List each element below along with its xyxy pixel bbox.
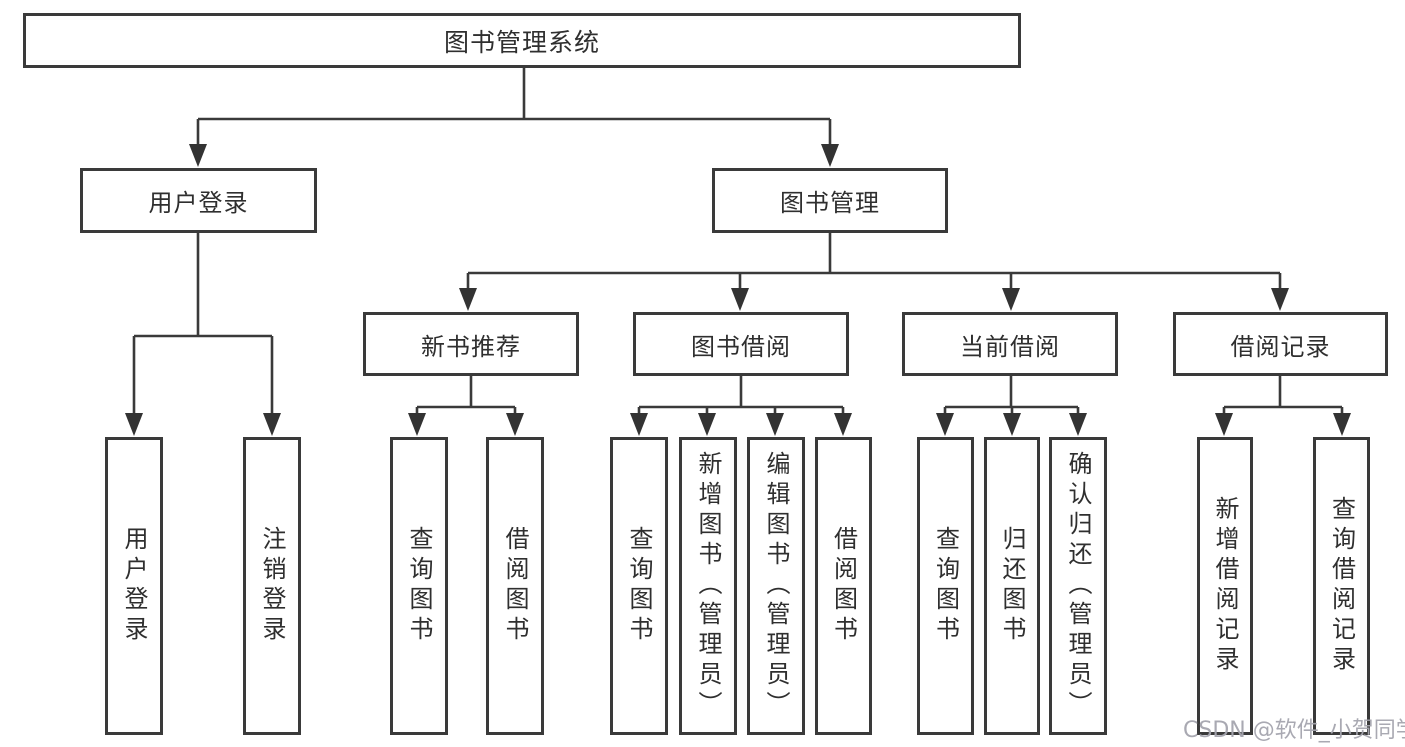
leaf-add-books-admin: 新增图书（管理员） (679, 437, 737, 735)
leaf-borrow-books: 借阅图书 (815, 437, 872, 735)
leaf-user-login: 用户登录 (105, 437, 163, 735)
connector-root-to-level2 (189, 68, 839, 167)
node-new-book-recommendation: 新书推荐 (363, 312, 579, 376)
leaf-confirm-return-admin: 确认归还（管理员） (1049, 437, 1107, 735)
leaf-query-books-recommend: 查询图书 (390, 437, 448, 735)
node-book-borrowing: 图书借阅 (633, 312, 849, 376)
leaf-add-borrow-record: 新增借阅记录 (1197, 437, 1253, 735)
node-user-login: 用户登录 (80, 168, 317, 233)
connector-borrowing-records-children (1215, 376, 1351, 436)
connector-book-management-to-level3 (459, 233, 1289, 311)
connector-user-login-children (125, 233, 281, 436)
leaf-query-books-borrowing: 查询图书 (610, 437, 668, 735)
connector-current-borrowing-children (936, 376, 1087, 436)
node-book-management: 图书管理 (712, 168, 948, 233)
leaf-edit-books-admin: 编辑图书（管理员） (747, 437, 805, 735)
node-borrowing-records: 借阅记录 (1173, 312, 1388, 376)
leaf-query-borrow-record: 查询借阅记录 (1313, 437, 1370, 735)
leaf-logout: 注销登录 (243, 437, 301, 735)
node-current-borrowing: 当前借阅 (902, 312, 1118, 376)
node-library-management-system: 图书管理系统 (23, 13, 1021, 68)
csdn-watermark: CSDN @软件_小贺同学 (1183, 718, 1405, 743)
leaf-borrow-books-recommend: 借阅图书 (486, 437, 544, 735)
connector-new-book-recommendation-children (408, 376, 524, 436)
leaf-query-books-current: 查询图书 (917, 437, 974, 735)
connector-book-borrowing-children (630, 376, 852, 436)
leaf-return-books: 归还图书 (984, 437, 1040, 735)
